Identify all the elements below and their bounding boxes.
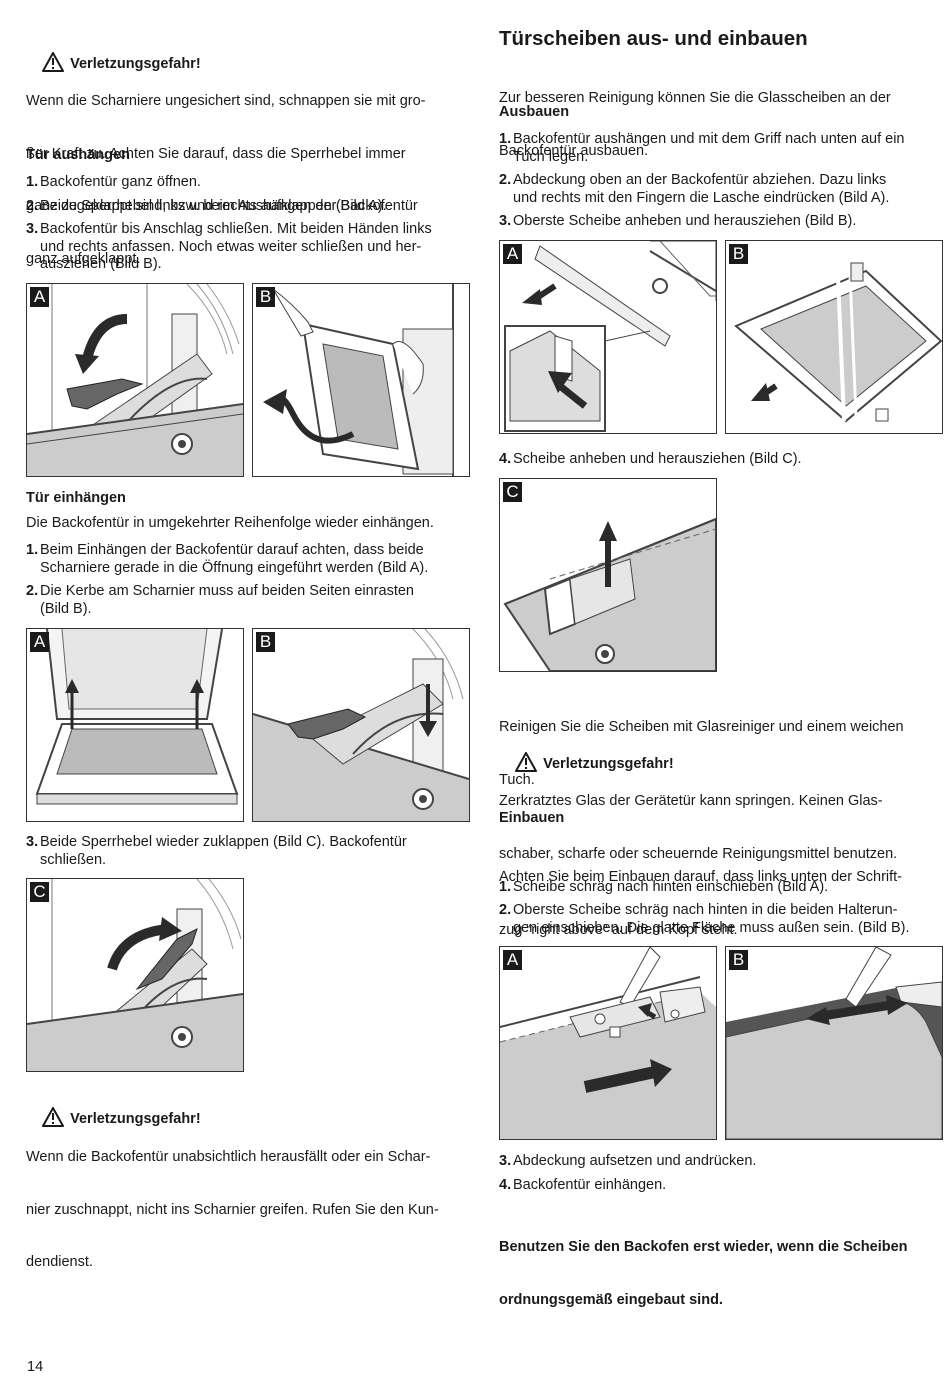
warning-text-3: Zerkratztes Glas der Gerätetür kann spri…: [499, 793, 898, 862]
list-item: 4.Backofentür einhängen.: [499, 1177, 667, 1193]
figure-3c-lever-close: C: [26, 878, 244, 1072]
figure-label: A: [30, 287, 49, 307]
figure-6b-insert-top-pane: B: [725, 946, 943, 1140]
figure-label: C: [30, 882, 49, 902]
list-item: 3.Backofentür bis Anschlag schließen. Mi…: [26, 221, 432, 272]
section-title-aushaengen: Tür aushängen: [26, 147, 130, 163]
warning-triangle-icon: [42, 1107, 65, 1127]
figure-1b-remove-door: B: [252, 283, 470, 477]
list-item: 1.Backofentür ganz öffnen.: [26, 174, 201, 190]
figure-5c-lift-pane: C: [499, 478, 717, 672]
warning-heading-2: Verletzungsgefahr!: [26, 1087, 201, 1149]
list-item: 1.Backofentür aushängen und mit dem Grif…: [499, 131, 905, 165]
figure-label: B: [729, 950, 748, 970]
figure-4b-lift-pane: B: [725, 240, 943, 434]
final-note: Benutzen Sie den Backofen erst wieder, w…: [499, 1239, 908, 1308]
section-title-einhaengen: Tür einhängen: [26, 490, 126, 506]
list-item: 1.Beim Einhängen der Backofentür darauf …: [26, 542, 429, 576]
section-title-ausbauen: Ausbauen: [499, 104, 570, 120]
list-item: 2.Abdeckung oben an der Backofentür abzi…: [499, 172, 890, 206]
warning-heading-1: Verletzungsgefahr!: [26, 32, 201, 94]
list-item: 3.Beide Sperrhebel wieder zuklappen (Bil…: [26, 834, 407, 868]
warning-triangle-icon: [515, 752, 538, 772]
list-item: 4.Scheibe anheben und herausziehen (Bild…: [499, 451, 802, 467]
figure-label: A: [503, 244, 522, 264]
intro-text: Zur besseren Reinigung können Sie die Gl…: [499, 90, 891, 159]
figure-4a-remove-cover: A: [499, 240, 717, 434]
figure-label: B: [256, 287, 275, 307]
warning-triangle-icon: [42, 52, 65, 72]
section-title-einbauen: Einbauen: [499, 810, 565, 826]
warning-text-1: Wenn die Scharniere ungesichert sind, sc…: [26, 93, 426, 267]
warning-heading-3: Verletzungsgefahr!: [499, 732, 674, 794]
figure-2a-insert-hinges: A: [26, 628, 244, 822]
figure-label: B: [256, 632, 275, 652]
figure-1a-lever-open: A: [26, 283, 244, 477]
list-item: 3.Abdeckung aufsetzen und andrücken.: [499, 1153, 757, 1169]
list-item: 1.Scheibe schräg nach hinten einschieben…: [499, 879, 829, 895]
einbauen-intro: Achten Sie beim Einbauen darauf, dass li…: [499, 869, 903, 938]
list-item: 3.Oberste Scheibe anheben und herauszieh…: [499, 213, 857, 229]
figure-6a-insert-pane: A: [499, 946, 717, 1140]
einhaengen-intro: Die Backofentür in umgekehrter Reihenfol…: [26, 515, 434, 531]
list-item: 2.Die Kerbe am Scharnier muss auf beiden…: [26, 583, 414, 617]
figure-label: A: [30, 632, 49, 652]
cleaning-text: Reinigen Sie die Scheiben mit Glasreinig…: [499, 719, 904, 788]
figure-label: A: [503, 950, 522, 970]
figure-label: C: [503, 482, 522, 502]
page-number: 14: [27, 1359, 44, 1375]
page-title: Türscheiben aus- und einbauen: [499, 27, 808, 50]
list-item: 2.Beide Sperrhebel links und rechts aufk…: [26, 198, 387, 214]
list-item: 2.Oberste Scheibe schräg nach hinten in …: [499, 902, 910, 936]
warning-text-2: Wenn die Backofentür unabsichtlich herau…: [26, 1149, 439, 1270]
figure-2b-hinge-notch: B: [252, 628, 470, 822]
figure-label: B: [729, 244, 748, 264]
